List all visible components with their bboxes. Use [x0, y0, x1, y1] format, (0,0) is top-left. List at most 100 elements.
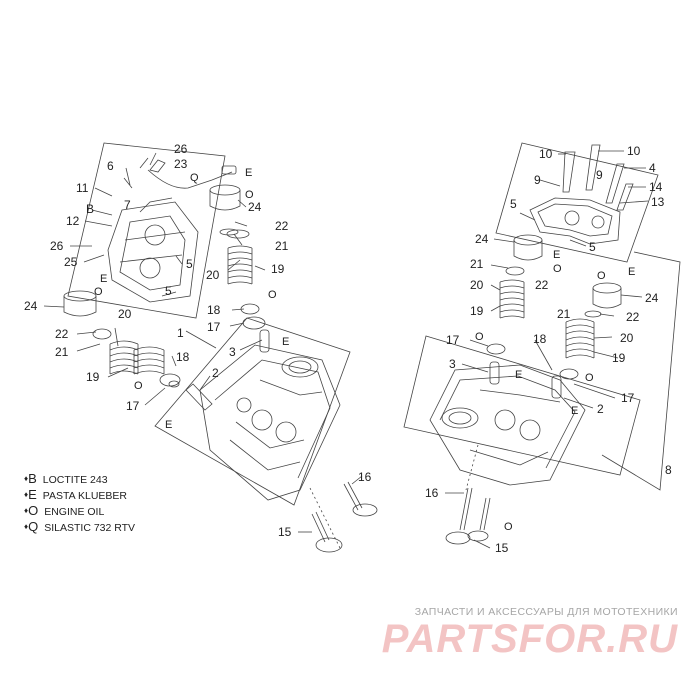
legend-text: SILASTIC 732 RTV [44, 522, 136, 534]
left-spring-lower [109, 340, 165, 375]
callout-19b: 19 [271, 262, 285, 276]
callout-5b: 5 [589, 240, 596, 254]
callout-2: 2 [597, 402, 604, 416]
right-spring-right [565, 318, 595, 359]
callout-21: 21 [55, 345, 69, 359]
callout-18b: 18 [207, 303, 221, 317]
callout-14: 14 [649, 180, 663, 194]
right-rocker-carrier [529, 197, 621, 245]
symbol-Q: Q [190, 172, 199, 184]
right-cylinder-head [429, 364, 586, 486]
callout-B: B [86, 202, 94, 216]
callout-20: 20 [470, 278, 484, 292]
callout-24b: 24 [645, 291, 659, 305]
callout-20: 20 [118, 307, 132, 321]
legend-code: Q [28, 519, 39, 534]
callout-22b: 22 [275, 219, 289, 233]
symbol-O: O [268, 289, 277, 301]
callout-12: 12 [66, 214, 80, 228]
symbol-O: O [597, 270, 606, 282]
callout-17: 17 [446, 333, 460, 347]
symbol-O: O [134, 380, 143, 392]
callout-15: 15 [278, 525, 292, 539]
symbol-E: E [100, 273, 107, 285]
callout-7: 7 [124, 198, 131, 212]
symbol-E: E [282, 336, 289, 348]
symbol-E: E [571, 405, 578, 417]
callout-19: 19 [86, 370, 100, 384]
callout-9: 9 [534, 173, 541, 187]
watermark-logo: PARTSFOR.RU [381, 617, 678, 661]
right-rocker-frame [495, 142, 659, 263]
callout-11: 11 [76, 181, 89, 195]
symbol-O: O [475, 331, 484, 343]
symbol-E: E [553, 249, 560, 261]
callout-24b: 24 [248, 200, 262, 214]
callout-17: 17 [126, 399, 140, 413]
callout-16: 16 [358, 470, 372, 484]
callout-19b: 19 [612, 351, 626, 365]
watermark-tagline: ЗАПЧАСТИ И АКСЕССУАРЫ ДЛЯ МОТОТЕХНИКИ [414, 606, 678, 618]
callout-15: 15 [495, 541, 509, 555]
callout-9b: 9 [596, 168, 603, 182]
callout-1: 1 [177, 326, 184, 340]
symbol-O: O [245, 189, 254, 201]
legend-code: E [28, 487, 37, 502]
legend-code: O [28, 503, 39, 518]
callout-24: 24 [475, 232, 489, 246]
right-head-frame [403, 335, 641, 476]
legend-text: ENGINE OIL [44, 506, 105, 518]
callout-23: 23 [174, 157, 188, 171]
callout-24: 24 [24, 299, 38, 313]
callout-6: 6 [107, 159, 114, 173]
symbol-E: E [515, 369, 522, 381]
legend-text: PASTA KLUEBER [42, 490, 127, 502]
callout-5: 5 [186, 257, 193, 271]
callout-22b: 22 [626, 310, 640, 324]
left-rocker-frame [67, 142, 226, 319]
callout-3: 3 [449, 357, 456, 371]
left-head-frame [154, 317, 351, 506]
callout-10: 10 [539, 147, 553, 161]
legend-code: B [28, 471, 37, 486]
symbol-O: O [553, 263, 562, 275]
left-valves [311, 481, 378, 553]
symbol-O: O [504, 521, 513, 533]
symbol-E: E [165, 419, 172, 431]
callout-20b: 20 [620, 331, 634, 345]
callout-20b: 20 [206, 268, 220, 282]
callout-21b: 21 [557, 307, 571, 321]
callout-25: 25 [64, 255, 78, 269]
symbol-E: E [245, 167, 252, 179]
left-rocker-carrier [107, 197, 199, 303]
callout-22: 22 [535, 278, 549, 292]
callout-13: 13 [651, 195, 665, 209]
callout-3: 3 [229, 345, 236, 359]
callout-18: 18 [176, 350, 190, 364]
callout-21: 21 [470, 257, 484, 271]
callout-2: 2 [212, 366, 219, 380]
callout-18: 18 [533, 332, 547, 346]
callout-5b: 5 [165, 284, 172, 298]
symbol-E: E [628, 266, 635, 278]
legend-text: LOCTITE 243 [42, 474, 108, 486]
right-spring-left [499, 279, 525, 319]
callout-16: 16 [425, 486, 439, 500]
callout-8: 8 [665, 463, 672, 477]
callout-10b: 10 [627, 144, 641, 158]
symbol-O: O [94, 286, 103, 298]
callout-17b: 17 [621, 391, 635, 405]
left-oil-pipe [147, 169, 233, 189]
callout-17b: 17 [207, 320, 221, 334]
callout-4: 4 [649, 161, 656, 175]
callout-5: 5 [510, 197, 517, 211]
symbol-O: O [585, 372, 594, 384]
callout-21b: 21 [275, 239, 289, 253]
watermark: ЗАПЧАСТИ И АКСЕССУАРЫ ДЛЯ МОТОТЕХНИКИ PA… [378, 606, 678, 660]
callout-22: 22 [55, 327, 69, 341]
